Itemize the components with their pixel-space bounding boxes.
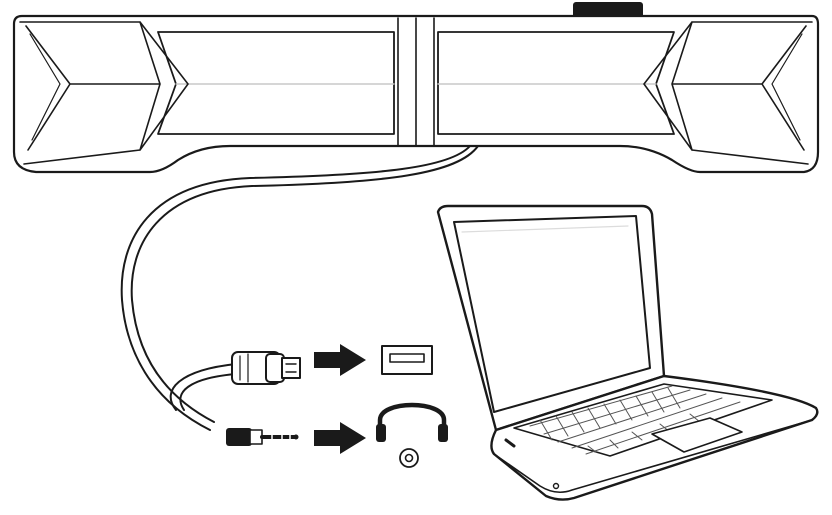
soundbar-left-endcap xyxy=(19,21,189,165)
right-arrow-icon xyxy=(314,422,366,454)
soundbar-center-seam xyxy=(397,17,435,147)
laptop-side-port xyxy=(504,438,516,448)
usb-port-icon xyxy=(381,345,433,375)
laptop-keyboard xyxy=(513,383,773,457)
soundbar-left-grille xyxy=(157,31,395,135)
laptop-touchpad xyxy=(651,417,743,453)
laptop-screen xyxy=(453,215,651,413)
soundbar-right-endcap xyxy=(643,21,813,165)
audio-jack-plug xyxy=(226,428,299,446)
headphone-icon xyxy=(376,402,448,468)
soundbar-right-grille xyxy=(437,31,675,135)
keyboard-keys xyxy=(529,385,741,455)
soundbar-speaker-icon xyxy=(12,2,820,174)
laptop-icon xyxy=(436,204,819,501)
right-arrow-icon xyxy=(314,344,366,376)
headphone-port xyxy=(399,448,419,468)
usb-plug xyxy=(231,351,301,385)
soundbar-cable xyxy=(120,145,479,431)
